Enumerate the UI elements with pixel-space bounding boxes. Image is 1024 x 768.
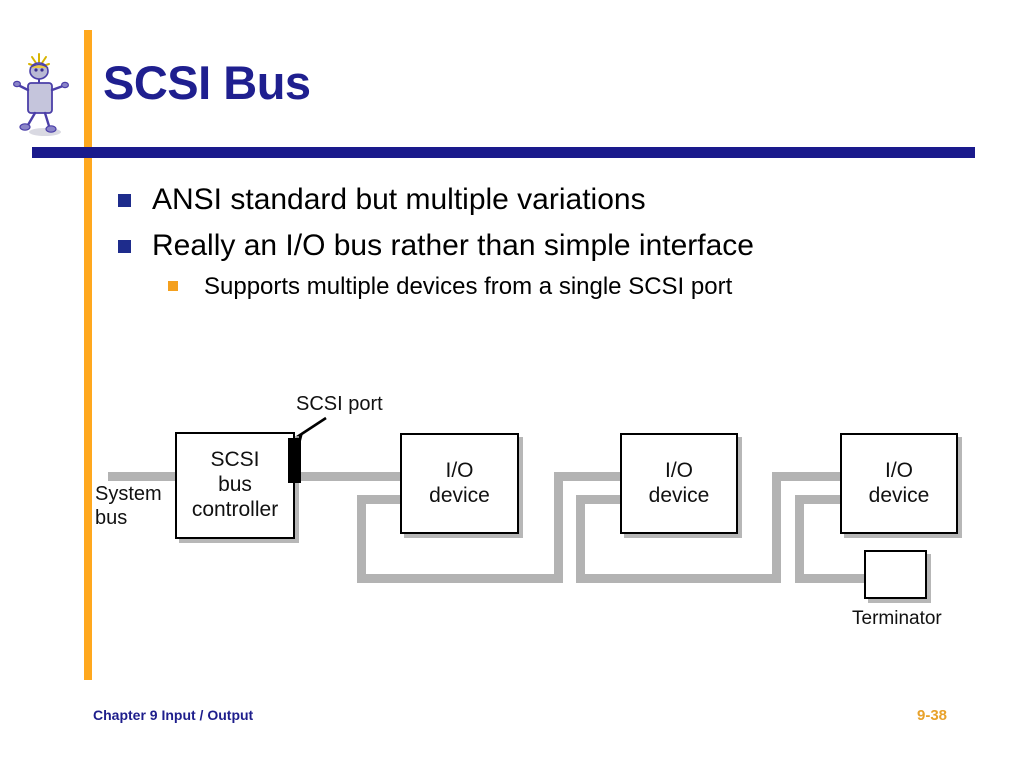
accent-bar: [84, 30, 92, 680]
bullet-text: ANSI standard but multiple variations: [152, 183, 646, 216]
wire-device2-bottom-run: [576, 574, 781, 583]
wire-device2-down: [576, 495, 585, 583]
scsi-port-label: SCSI port: [296, 393, 383, 415]
io-device-3-line1: I/O: [884, 458, 913, 482]
wire-device1-bottom-run: [357, 574, 563, 583]
wire-device1-down: [357, 495, 366, 583]
scsi-bus-diagram: SCSI bus controller SCSI port System bus…: [0, 380, 1024, 650]
io-device-1-box: I/O device: [400, 433, 519, 534]
bullet-square-icon: [118, 194, 131, 207]
footer-chapter-label: Chapter 9 Input / Output: [93, 707, 254, 723]
footer-page-number: 9-38: [917, 707, 948, 724]
bullet-list: ANSI standard but multiple variations Re…: [112, 180, 1002, 302]
wire-up-to-device3: [772, 472, 781, 583]
bullet-text: Really an I/O bus rather than simple int…: [152, 228, 754, 262]
system-bus-label: System bus: [95, 482, 162, 531]
bullet-level1-item: ANSI standard but multiple variations: [112, 180, 1002, 220]
bullet-text: Supports multiple devices from a single …: [204, 273, 733, 301]
wire-device2-out-stub: [576, 495, 626, 504]
wire-device3-out-stub: [795, 495, 847, 504]
scsi-bus-controller-box: SCSI bus controller: [175, 432, 295, 539]
controller-line1: SCSI: [210, 448, 260, 472]
controller-line2: bus: [218, 473, 252, 497]
system-bus-line2: bus: [95, 507, 128, 530]
wire-system-bus: [108, 472, 178, 481]
scsi-port-connector-icon: [288, 438, 301, 483]
io-device-2-line1: I/O: [664, 458, 693, 482]
controller-line3: controller: [191, 497, 279, 521]
title-divider: [32, 147, 975, 158]
stick-figure-mascot-icon: [12, 50, 74, 140]
wire-into-device3: [772, 472, 847, 481]
wire-to-terminator: [795, 574, 870, 583]
io-device-1-line2: device: [429, 483, 490, 507]
bullet-level2-item: Supports multiple devices from a single …: [112, 271, 1002, 302]
io-device-3-line2: device: [868, 483, 930, 507]
bullet-square-icon: [168, 281, 178, 292]
wire-device3-down: [795, 495, 804, 583]
wire-device1-out-stub: [357, 495, 407, 504]
wire-into-device2: [554, 472, 627, 481]
io-device-3-box: I/O device: [840, 433, 958, 534]
bullet-square-icon: [118, 239, 131, 253]
terminator-label: Terminator: [852, 608, 942, 629]
wire-up-to-device2: [554, 472, 563, 583]
io-device-1-line1: I/O: [445, 458, 474, 482]
io-device-2-line2: device: [648, 483, 710, 507]
terminator-box: [864, 550, 927, 599]
system-bus-line1: System: [95, 483, 162, 505]
io-device-2-box: I/O device: [620, 433, 738, 534]
page-title: SCSI Bus: [103, 56, 311, 109]
wire-controller-to-device1: [292, 472, 407, 481]
bullet-level1-item: Really an I/O bus rather than simple int…: [112, 226, 1002, 266]
